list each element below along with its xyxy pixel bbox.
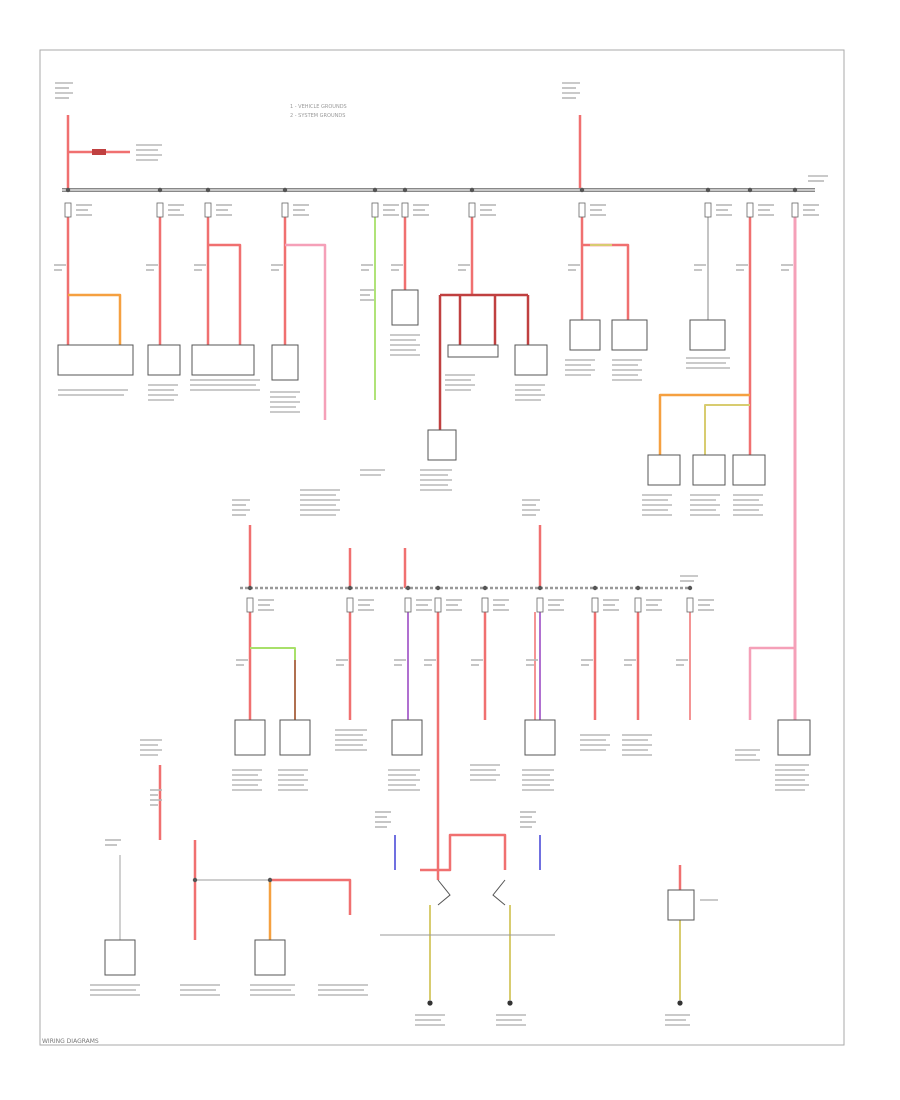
fuse xyxy=(401,202,409,218)
splice-dot xyxy=(65,187,71,193)
splice-dot xyxy=(435,585,441,591)
fuse xyxy=(578,202,586,218)
wire xyxy=(270,878,352,915)
splice-dot xyxy=(705,187,711,193)
bus-bars xyxy=(62,188,815,590)
component-box xyxy=(279,719,311,756)
component-box xyxy=(254,939,286,976)
component-box xyxy=(689,319,726,351)
splice-dot xyxy=(592,585,598,591)
fuse xyxy=(346,597,354,613)
component-box xyxy=(569,319,601,351)
splice-dot xyxy=(579,187,585,193)
wire xyxy=(658,393,750,455)
splice-dot xyxy=(537,585,543,591)
fuse xyxy=(591,597,599,613)
wire xyxy=(68,293,122,345)
fuse xyxy=(246,597,254,613)
splice-dot xyxy=(747,187,753,193)
splice-dot xyxy=(792,187,798,193)
wire xyxy=(704,404,750,455)
fuse xyxy=(686,597,694,613)
splice-dot xyxy=(205,187,211,193)
fuse xyxy=(404,597,412,613)
relay-switch xyxy=(492,879,506,906)
fuse xyxy=(204,202,212,218)
component-box xyxy=(391,719,423,756)
fuse xyxy=(156,202,164,218)
splice-dot xyxy=(247,585,253,591)
ground-symbol xyxy=(677,1000,683,1006)
fuse xyxy=(791,202,799,218)
splice-dot xyxy=(635,585,641,591)
splice-dot xyxy=(347,585,353,591)
component-box xyxy=(514,344,548,376)
component-box xyxy=(611,319,648,351)
component-box xyxy=(391,289,419,326)
fuse xyxy=(536,597,544,613)
fuse xyxy=(634,597,642,613)
fuse xyxy=(371,202,379,218)
component-box xyxy=(234,719,266,756)
legend-line-1: 1 - VEHICLE GROUNDS xyxy=(290,104,347,110)
wire xyxy=(250,647,296,720)
splice-dot xyxy=(402,187,408,193)
wires xyxy=(66,115,797,1000)
labels xyxy=(54,82,828,1026)
component-box xyxy=(447,344,499,358)
ground-symbol xyxy=(427,1000,433,1006)
component-box xyxy=(692,454,726,486)
splice-dot xyxy=(372,187,378,193)
component-box xyxy=(777,719,811,756)
component-box xyxy=(427,429,457,461)
relay-switch xyxy=(437,879,451,906)
fuse xyxy=(281,202,289,218)
fuse xyxy=(746,202,754,218)
legend: 1 - VEHICLE GROUNDS 2 - SYSTEM GROUNDS xyxy=(290,104,347,119)
fuse xyxy=(704,202,712,218)
fuse xyxy=(468,202,476,218)
component-box xyxy=(667,889,695,921)
component-box xyxy=(191,344,255,376)
wire xyxy=(582,243,630,320)
splice-dot xyxy=(405,585,411,591)
splice-dot xyxy=(192,877,198,883)
component-box xyxy=(147,344,181,376)
wire xyxy=(420,833,507,872)
splice-dot xyxy=(282,187,288,193)
component-box xyxy=(104,939,136,976)
components xyxy=(57,149,811,1006)
fuse xyxy=(434,597,442,613)
splice-dot xyxy=(267,877,273,883)
component-box xyxy=(524,719,556,756)
wire xyxy=(285,243,327,420)
fusible-link xyxy=(92,149,106,155)
diagram-footer: WIRING DIAGRAMS xyxy=(42,1038,99,1045)
legend-line-2: 2 - SYSTEM GROUNDS xyxy=(290,113,345,119)
splice-dot xyxy=(157,187,163,193)
diagram-frame xyxy=(39,49,845,1046)
splice-dot xyxy=(469,187,475,193)
fuse xyxy=(481,597,489,613)
splice-dot xyxy=(482,585,488,591)
component-box xyxy=(271,344,299,381)
splice-dot xyxy=(687,585,693,591)
ground-symbol xyxy=(507,1000,513,1006)
wire xyxy=(748,646,795,720)
component-box xyxy=(57,344,134,376)
fuse xyxy=(64,202,72,218)
wire xyxy=(208,243,242,345)
component-box xyxy=(647,454,681,486)
component-box xyxy=(732,454,766,486)
